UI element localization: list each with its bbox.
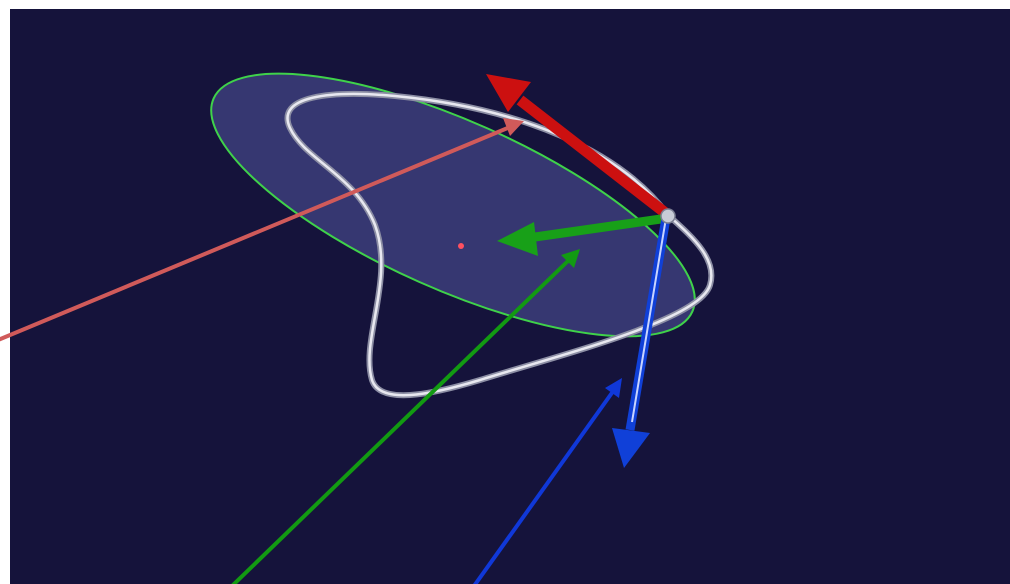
normal-callout-arrowhead — [561, 249, 580, 268]
osculating-circle — [210, 72, 696, 338]
normal-callout — [231, 249, 580, 584]
frame-point — [660, 208, 676, 224]
tangent-vector — [486, 74, 672, 220]
space-curve-highlight — [286, 92, 713, 397]
tangent-arrowhead — [486, 74, 531, 112]
curvature-center-point — [458, 243, 464, 249]
binormal-callout-arrowhead — [605, 378, 622, 398]
binormal-callout — [472, 378, 622, 584]
tangent-callout-arrowhead — [503, 118, 524, 136]
binormal-arrowhead — [612, 428, 650, 468]
normal-vector — [497, 213, 669, 256]
tangent-callout — [0, 118, 524, 342]
osculating-plane — [211, 73, 695, 337]
binormal-vector — [612, 217, 671, 468]
normal-arrowhead — [497, 222, 538, 256]
